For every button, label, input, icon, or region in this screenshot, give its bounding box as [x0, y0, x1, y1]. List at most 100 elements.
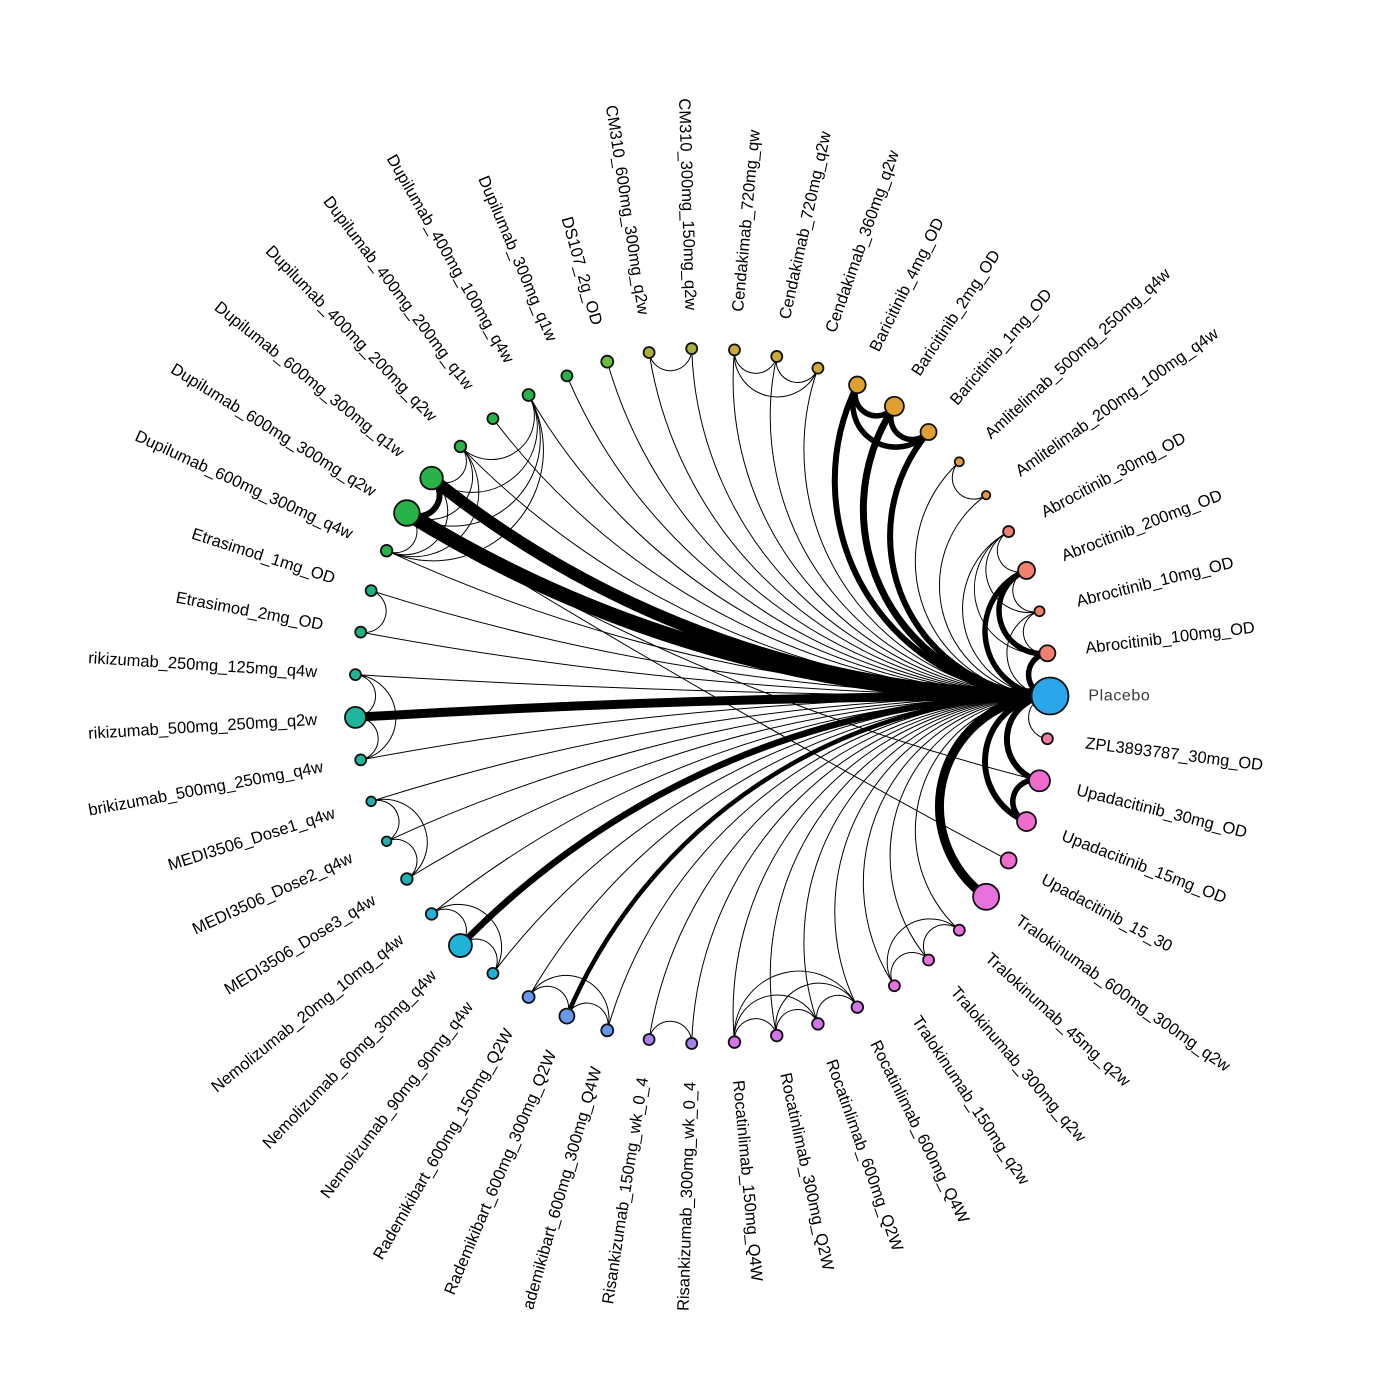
node-Cendakimab_720mg_qw	[728, 343, 741, 357]
node-label-Dupilumab_400mg_200mg_q2w: Dupilumab_400mg_200mg_q2w	[262, 242, 440, 425]
node-label-Abrocitinib_100mg_OD: Abrocitinib_100mg_OD	[1084, 619, 1256, 658]
node-label-Risankizumab_300mg_wk_0_4: Risankizumab_300mg_wk_0_4	[674, 1082, 699, 1312]
nodes-layer	[344, 342, 1070, 1050]
node-Baricitinib_1mg_OD	[919, 423, 938, 441]
node-Lebrikizumab_250mg_125mg_q4w	[349, 668, 362, 681]
edge-Tralokinumab_150mg_q2w-Tralokinumab_300mg_q2w	[890, 952, 929, 987]
node-Risankizumab_150mg_wk_0_4	[642, 1033, 656, 1046]
edge-Rademikibart_600mg_150mg_Q2W-Rademikibart_600mg_300mg_Q4W	[528, 975, 610, 1031]
node-Dupilumab_300mg_q1w	[560, 369, 574, 383]
edge-Cendakimab_360mg_q2w-Cendakimab_720mg_qw	[733, 349, 819, 398]
node-label-Amlitelimab_200mg_100mg_q4w: Amlitelimab_200mg_100mg_q4w	[1012, 325, 1222, 481]
edge-Placebo-Tralokinumab_600mg_300mg_q2w	[934, 691, 1051, 901]
node-label-Upadacitinib_30mg_OD: Upadacitinib_30mg_OD	[1075, 781, 1249, 841]
edge-Upadacitinib_30mg_OD-Dupilumab_600mg_300mg_q2w	[406, 512, 1040, 782]
edge-Tralokinumab_300mg_q2w-Tralokinumab_45mg_q2w	[922, 924, 960, 961]
node-Upadacitinib_30mg_OD	[1028, 769, 1051, 793]
node-label-Amlitelimab_500mg_250mg_q4w: Amlitelimab_500mg_250mg_q4w	[982, 265, 1174, 443]
node-label-Lebrikizumab_500mg_250mg_q2w: rikizumab_500mg_250mg_q2w	[88, 711, 318, 743]
node-CM310_300mg_150mg_q2w	[685, 342, 699, 355]
node-Abrocitinib_100mg_OD	[1038, 644, 1057, 663]
node-label-MEDI3506_Dose1_q4w: MEDI3506_Dose1_q4w	[166, 804, 338, 874]
edge-Abrocitinib_100mg_OD-Abrocitinib_30mg_OD	[973, 531, 1048, 655]
node-Rademikibart_600mg_300mg_Q2W	[558, 1007, 576, 1025]
node-label-Dupilumab_400mg_200mg_q1w: Dupilumab_400mg_200mg_q1w	[319, 193, 477, 394]
node-Etrasimod_1mg_OD	[364, 584, 378, 598]
edge-Nemolizumab_20mg_10mg_q4w-Nemolizumab_90mg_90mg_q4w	[431, 903, 503, 974]
node-Amlitelimab_200mg_100mg_q4w	[981, 490, 992, 501]
node-Tralokinumab_300mg_q2w	[922, 953, 935, 967]
node-label-Tralokinumab_300mg_q2w: Tralokinumab_300mg_q2w	[947, 983, 1090, 1145]
edge-Placebo-Risankizumab_150mg_wk_0_4	[648, 695, 1051, 1040]
node-Rocatinlimab_600mg_Q4W	[850, 1000, 865, 1014]
node-label-Rocatinlimab_300mg_Q2W: Rocatinlimab_300mg_Q2W	[776, 1071, 837, 1272]
edge-CM310_300mg_150mg_q2w-CM310_600mg_300mg_q2w	[648, 348, 693, 372]
node-Abrocitinib_200mg_OD	[1017, 561, 1036, 580]
edge-Placebo-Rocatinlimab_150mg_Q4W	[732, 695, 1051, 1043]
edge-Etrasimod_1mg_OD-Etrasimod_2mg_OD	[360, 590, 387, 633]
node-Rocatinlimab_600mg_Q2W	[811, 1017, 825, 1031]
node-label-CM310_300mg_150mg_q2w: CM310_300mg_150mg_q2w	[675, 98, 700, 310]
edge-Placebo-Rademikibart_600mg_300mg_Q4W	[606, 695, 1051, 1031]
edge-Rocatinlimab_150mg_Q4W-Rocatinlimab_600mg_Q4W	[733, 970, 858, 1043]
node-Placebo	[1030, 676, 1070, 716]
node-Rademikibart_600mg_150mg_Q2W	[521, 990, 536, 1004]
node-Tralokinumab_45mg_q2w	[952, 923, 966, 937]
edge-Dupilumab_400mg_100mg_q4w-Dupilumab_400mg_200mg_q2w	[460, 394, 535, 460]
edge-Placebo-DS107_2g_OD	[606, 361, 1051, 697]
node-Upadacitinib_15mg_OD	[1016, 811, 1037, 832]
node-label-Lebrikizumab_500mg_250mg_q4w: brikizumab_500mg_250mg_q4w	[87, 758, 325, 820]
plot-region: PlaceboAbrocitinib_100mg_ODAbrocitinib_1…	[87, 98, 1264, 1312]
node-label-DS107_2g_OD: DS107_2g_OD	[557, 215, 605, 328]
node-Dupilumab_400mg_200mg_q1w	[486, 412, 500, 426]
node-Amlitelimab_500mg_250mg_q4w	[953, 456, 965, 468]
node-Lebrikizumab_500mg_250mg_q4w	[354, 753, 368, 767]
node-CM310_600mg_300mg_q2w	[642, 346, 656, 359]
edge-Rocatinlimab_300mg_Q2W-Rocatinlimab_600mg_Q4W	[775, 982, 858, 1036]
edge-Rocatinlimab_600mg_Q2W-Rocatinlimab_600mg_Q4W	[816, 994, 858, 1025]
node-label-Dupilumab_600mg_300mg_q2w: Dupilumab_600mg_300mg_q2w	[167, 360, 379, 500]
node-Tralokinumab_150mg_q2w	[888, 979, 901, 993]
node-label-Dupilumab_600mg_300mg_q1w: Dupilumab_600mg_300mg_q1w	[211, 298, 407, 461]
edge-Dupilumab_400mg_200mg_q2w-Dupilumab_600mg_300mg_q4w	[386, 446, 480, 558]
edge-Placebo-Dupilumab_400mg_100mg_q4w	[528, 394, 1051, 697]
node-Dupilumab_400mg_100mg_q4w	[521, 388, 536, 402]
node-label-Nemolizumab_20mg_10mg_q4w: Nemolizumab_20mg_10mg_q4w	[208, 931, 407, 1096]
edge-Placebo-Nemolizumab_20mg_10mg_q4w	[431, 695, 1051, 915]
edge-Upadacitinib_15_30-Dupilumab_600mg_300mg_q2w	[406, 512, 1009, 861]
node-label-Placebo: Placebo	[1088, 688, 1150, 705]
node-Nemolizumab_20mg_10mg_q4w	[424, 907, 439, 921]
node-Rademikibart_600mg_300mg_Q4W	[600, 1023, 615, 1038]
edge-MEDI3506_Dose1_q4w-MEDI3506_Dose2_q4w	[371, 799, 400, 842]
node-Nemolizumab_60mg_30mg_q4w	[448, 933, 473, 958]
edge-Placebo-Baricitinib_4mg_OD	[831, 383, 1051, 699]
node-Abrocitinib_10mg_OD	[1033, 605, 1046, 618]
node-label-Nemolizumab_60mg_30mg_q4w: Nemolizumab_60mg_30mg_q4w	[259, 967, 440, 1153]
edge-Abrocitinib_100mg_OD-Abrocitinib_200mg_OD	[996, 567, 1048, 657]
edge-Placebo-Cendakimab_360mg_q2w	[803, 367, 1051, 697]
node-Dupilumab_600mg_300mg_q4w	[379, 544, 394, 558]
edge-Rocatinlimab_150mg_Q4W-Rocatinlimab_300mg_Q2W	[733, 1018, 778, 1043]
edge-Placebo-Rocatinlimab_300mg_Q2W	[769, 695, 1051, 1036]
edge-Amlitelimab_200mg_100mg_q4w-Amlitelimab_500mg_250mg_q4w	[951, 461, 987, 500]
node-label-Dupilumab_400mg_100mg_q4w: Dupilumab_400mg_100mg_q4w	[383, 151, 517, 366]
edge-MEDI3506_Dose2_q4w-MEDI3506_Dose3_q4w	[386, 838, 418, 880]
edge-Cendakimab_360mg_q2w-Cendakimab_720mg_q2w	[775, 356, 819, 384]
edge-Rocatinlimab_150mg_Q4W-Rocatinlimab_600mg_Q2W	[733, 994, 819, 1043]
edge-Lebrikizumab_250mg_125mg_q4w-Lebrikizumab_500mg_250mg_q4w	[355, 674, 397, 761]
edge-Placebo-Abrocitinib_200mg_OD	[982, 567, 1051, 699]
node-label-Rademikibart_600mg_150mg_Q2W: Rademikibart_600mg_150mg_Q2W	[370, 1025, 517, 1262]
node-Rocatinlimab_150mg_Q4W	[727, 1035, 742, 1049]
edge-Dupilumab_400mg_200mg_q2w-Dupilumab_600mg_300mg_q2w	[406, 446, 474, 520]
edge-Cendakimab_720mg_q2w-Cendakimab_720mg_qw	[733, 349, 778, 374]
node-label-Tralokinumab_600mg_300mg_q2w: Tralokinumab_600mg_300mg_q2w	[1012, 912, 1233, 1076]
edge-Placebo-Rocatinlimab_600mg_Q4W	[834, 695, 1051, 1008]
edge-Baricitinib_1mg_OD-Baricitinib_4mg_OD	[850, 383, 931, 450]
node-DS107_2g_OD	[600, 354, 615, 369]
node-Dupilumab_600mg_300mg_q2w	[393, 499, 421, 527]
node-Abrocitinib_30mg_OD	[1002, 525, 1016, 538]
node-label-Etrasimod_2mg_OD: Etrasimod_2mg_OD	[174, 589, 324, 634]
node-label-ZPL3893787_30mg_OD: ZPL3893787_30mg_OD	[1084, 734, 1264, 774]
